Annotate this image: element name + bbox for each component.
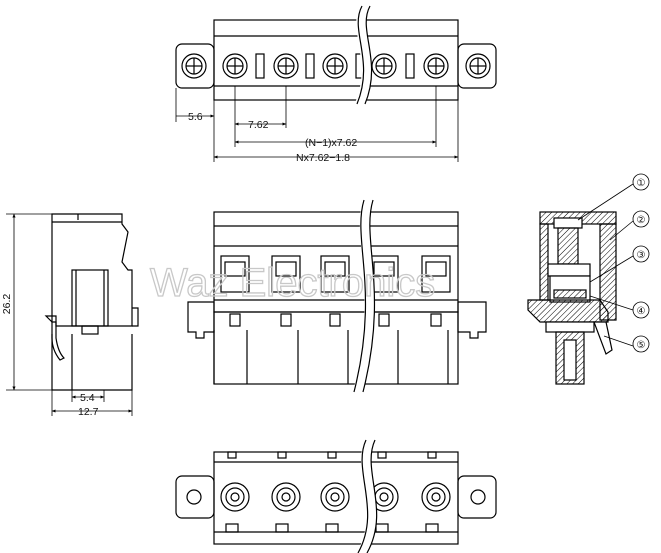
wire-entry-window (320, 255, 350, 293)
top-tab (227, 451, 237, 459)
bottom-tab (425, 523, 439, 533)
latch-tab (229, 313, 241, 327)
slot (305, 53, 315, 79)
bottom-tab (275, 523, 289, 533)
bottom-left-flange (175, 475, 215, 519)
top-view-body (213, 19, 459, 101)
dim-margin: 5.6 (188, 111, 203, 123)
wire-entry-window (271, 255, 301, 293)
slot (405, 53, 415, 79)
callout-4-label: ④ (637, 306, 646, 317)
top-tab (377, 451, 387, 459)
pin-hole-icon (220, 482, 250, 512)
callout-1-label: ① (637, 178, 646, 189)
callout-3 (632, 245, 650, 263)
section-view (527, 211, 617, 385)
dim-depth: 12.7 (78, 406, 99, 418)
pin-hole-icon (271, 482, 301, 512)
section-screw (557, 227, 579, 265)
callout-5-label: ⑤ (637, 340, 646, 351)
front-lower-body (213, 311, 459, 385)
latch-tab (430, 313, 442, 327)
side-view (44, 213, 139, 391)
dim-pin-offset: 5.4 (80, 392, 95, 404)
pin-hole-icon (421, 482, 451, 512)
screw-icon (423, 53, 449, 79)
screw-icon (371, 53, 397, 79)
dim-span: (N−1)x7.62 (305, 137, 357, 149)
bottom-tab (325, 523, 339, 533)
screw-icon (181, 53, 207, 79)
latch-tab (378, 313, 390, 327)
bottom-body (213, 451, 459, 545)
bottom-tab (375, 523, 389, 533)
top-tab (327, 451, 337, 459)
top-tab (277, 451, 287, 459)
latch-tab (280, 313, 292, 327)
watermark: Waz Electronics (150, 261, 435, 305)
screw-icon (465, 53, 491, 79)
latch-tab (329, 313, 341, 327)
wire-entry-window (421, 255, 451, 293)
front-left-flange (187, 301, 215, 339)
front-right-flange (457, 301, 487, 339)
dim-height: 26.2 (1, 294, 13, 315)
top-tab (427, 451, 437, 459)
callout-1 (632, 173, 650, 191)
pin-hole-icon (320, 482, 350, 512)
right-flange (457, 43, 497, 89)
section-base (527, 299, 609, 323)
screw-icon (322, 53, 348, 79)
callout-2-label: ② (637, 215, 646, 226)
callout-3-label: ③ (637, 250, 646, 261)
top-view (175, 3, 497, 106)
dim-pitch: 7.62 (248, 119, 269, 131)
front-view (187, 198, 487, 394)
dim-total: Nx7.62−1.8 (296, 152, 350, 164)
bottom-tab (225, 523, 239, 533)
callout-2 (632, 210, 650, 228)
bottom-view (175, 437, 497, 553)
screw-icon (273, 53, 299, 79)
bottom-right-flange (457, 475, 497, 519)
screw-icon (222, 53, 248, 79)
slot (255, 53, 265, 79)
callout-5 (632, 335, 650, 353)
wire-entry-window (220, 255, 250, 293)
left-flange (175, 43, 215, 89)
